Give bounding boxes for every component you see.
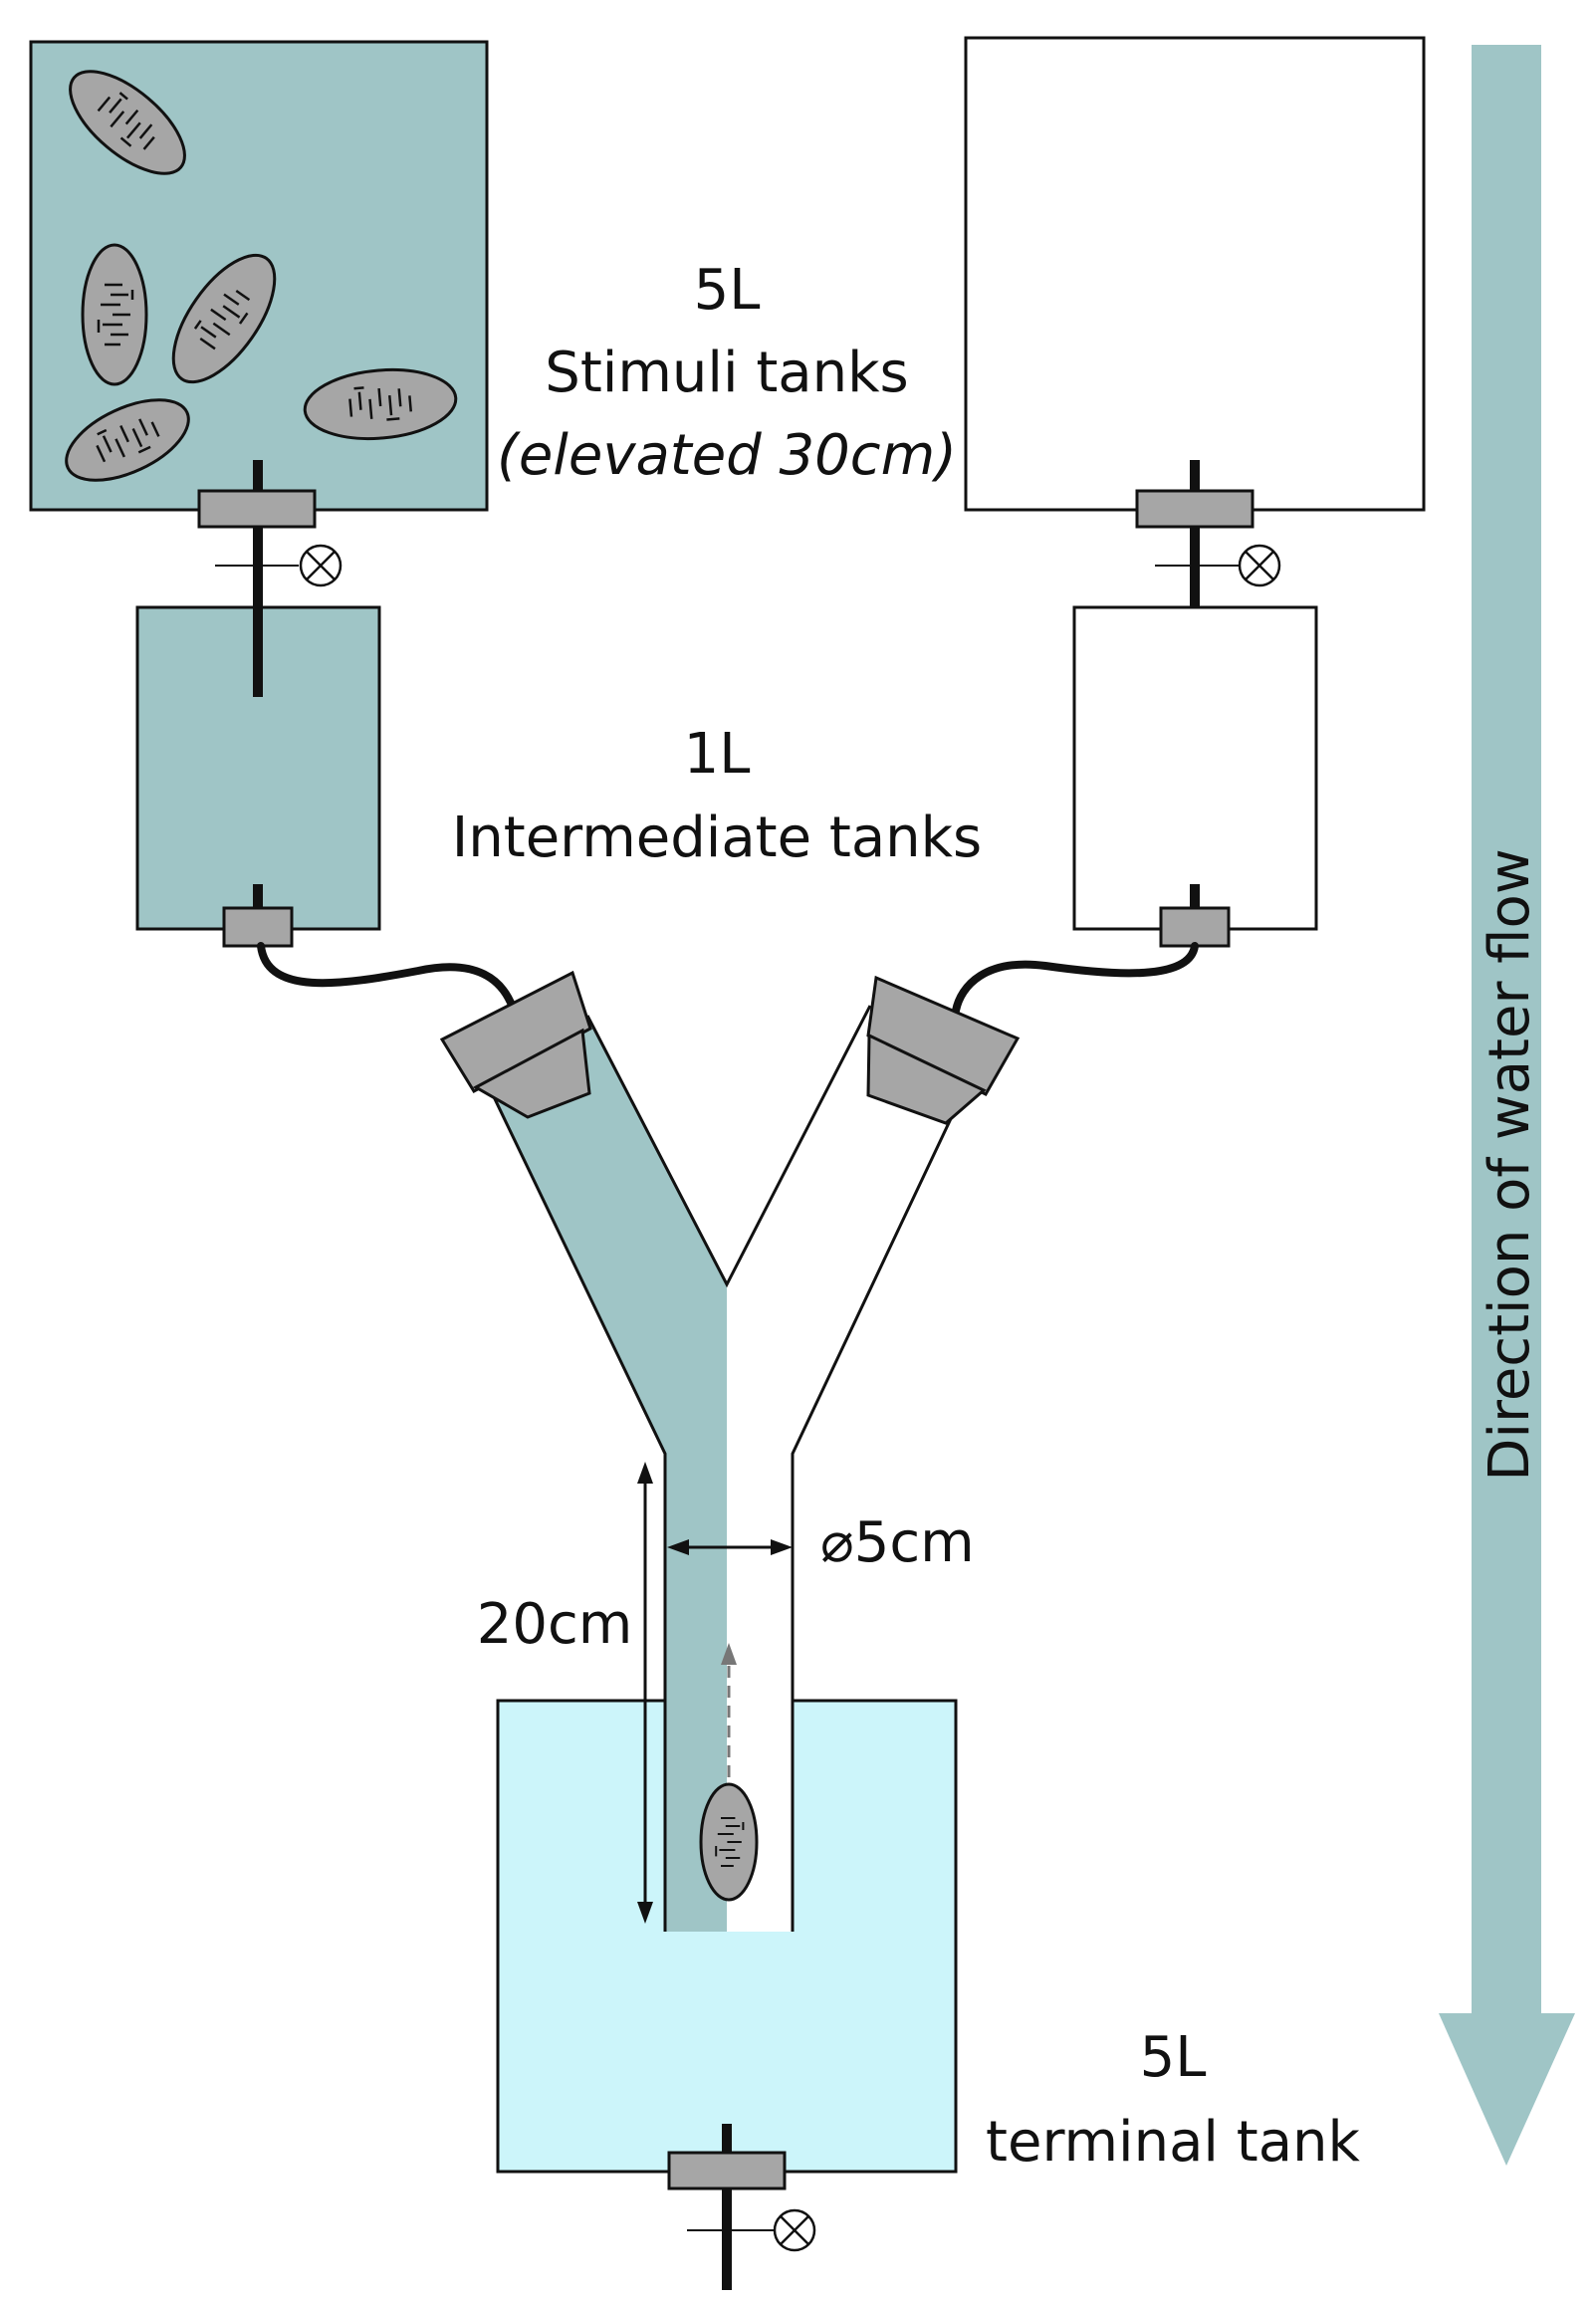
valve-icon xyxy=(1155,544,1281,587)
fish-icon xyxy=(303,367,458,441)
terminal-volume-label: 5L xyxy=(1140,2025,1207,2090)
fish-icon xyxy=(699,1782,759,1902)
flow-arrow-icon xyxy=(1439,45,1575,2166)
swim-direction-arrow xyxy=(721,1643,737,1777)
left-hose xyxy=(257,942,517,1012)
right-hose xyxy=(952,942,1199,1015)
terminal-name-label: terminal tank xyxy=(986,2110,1360,2175)
fish-icon xyxy=(171,253,277,384)
stimuli-note-label: (elevated 30cm) xyxy=(497,423,957,488)
length-dimension-arrow xyxy=(637,1462,653,1924)
right-stimuli-tank xyxy=(964,36,1426,697)
intermediate-name-label: Intermediate tanks xyxy=(452,806,982,870)
left-funnel-fitting xyxy=(439,970,592,1119)
right-intermediate-tank xyxy=(1072,605,1318,948)
valve-icon xyxy=(215,544,342,587)
diameter-dimension-arrow xyxy=(667,1539,793,1555)
left-stimuli-tank xyxy=(29,40,489,697)
right-funnel-fitting xyxy=(866,975,1021,1125)
fish-icon xyxy=(69,70,186,175)
intermediate-volume-label: 1L xyxy=(684,722,751,787)
diameter-label: ⌀5cm xyxy=(820,1510,975,1575)
y-maze xyxy=(439,970,1021,1932)
fish-icon xyxy=(81,243,148,386)
stimuli-name-label: Stimuli tanks xyxy=(545,341,908,405)
valve-icon xyxy=(687,2208,816,2252)
left-intermediate-tank xyxy=(135,605,381,948)
stimuli-volume-label: 5L xyxy=(694,258,761,323)
length-label: 20cm xyxy=(477,1592,633,1657)
fish-icon xyxy=(65,398,190,482)
flow-direction-label: Direction of water flow xyxy=(1478,848,1542,1481)
